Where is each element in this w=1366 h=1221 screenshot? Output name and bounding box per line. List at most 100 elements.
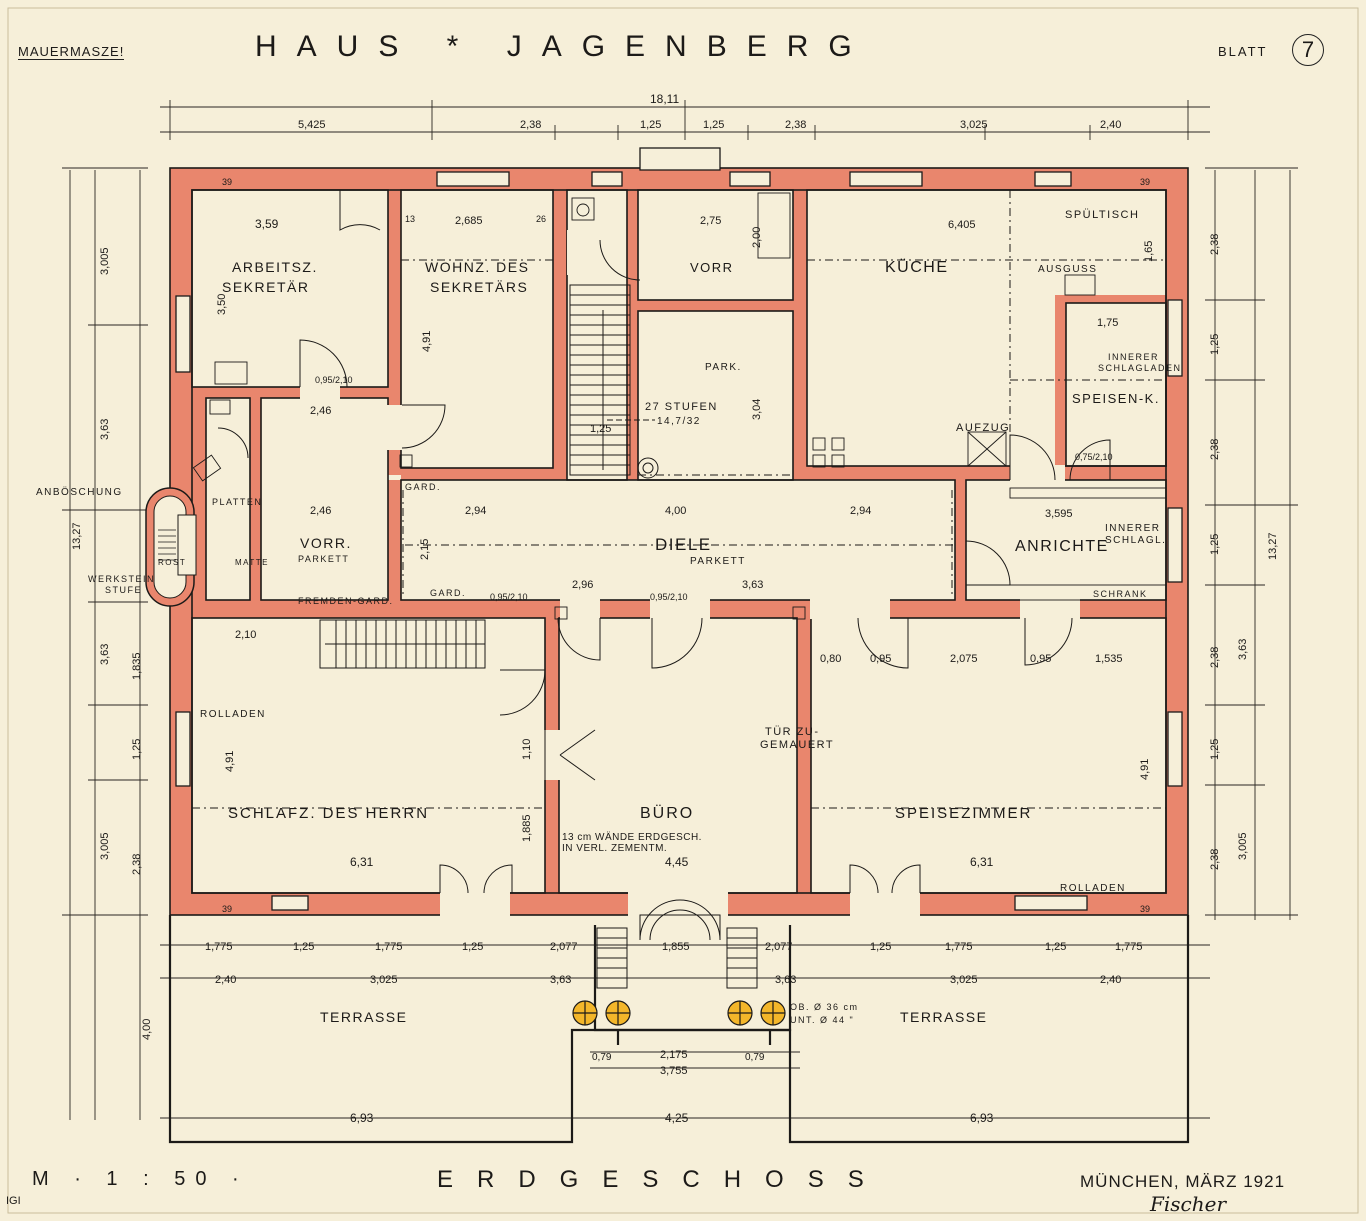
terrace-outline — [168, 915, 1190, 1144]
dim-left-col-2: 3,63 — [99, 644, 111, 665]
dim-left-col-1: 3,63 — [99, 419, 111, 440]
dim-vorr-w: 2,75 — [700, 215, 721, 227]
dim-diele-d: 2,96 — [572, 579, 593, 591]
label-gard-1: GARD. — [405, 482, 441, 492]
floor-label: ERDGESCHOSS — [437, 1166, 888, 1193]
dim-speisez-row-1: 0,95 — [870, 653, 891, 665]
label-terrasse-r: TERRASSE — [900, 1009, 987, 1025]
entrance-bay — [145, 487, 197, 607]
label-vorr-left: VORR. — [300, 535, 352, 551]
dim-terr1-7: 1,25 — [870, 941, 891, 953]
dim-buero-h2: 1,885 — [521, 814, 533, 842]
label-innerer-1: INNERER — [1108, 352, 1159, 362]
dim-wall-39-d: 39 — [1140, 904, 1150, 914]
dim-spuel-h: 1,65 — [1143, 241, 1155, 262]
fixtures — [192, 192, 1167, 620]
dim-left-col-0: 3,005 — [99, 247, 111, 275]
dim-left-col-4: 1,25 — [131, 739, 143, 760]
dim-terr1-3: 1,25 — [462, 941, 483, 953]
dim-row2-4: 2,38 — [785, 119, 806, 131]
label-werkstein-1: WERKSTEIN — [88, 574, 155, 584]
label-stufen: 27 STUFEN — [645, 401, 718, 413]
label-wohnz-1: WOHNZ. DES — [425, 259, 529, 275]
dim-right-col-4: 2,38 — [1209, 647, 1221, 668]
door-openings — [300, 230, 1080, 916]
label-innerer-schlagl-2: SCHLAGL. — [1105, 535, 1166, 546]
label-spueltisch: SPÜLTISCH — [1065, 209, 1139, 221]
dim-buero-w: 4,45 — [665, 855, 689, 869]
dim-speisez-w: 6,31 — [970, 855, 994, 869]
dim-right-outer-0: 13,27 — [1267, 532, 1279, 560]
dim-vorr-left-w2: 2,46 — [310, 505, 331, 517]
label-vorr-left-floor: PARKETT — [298, 554, 349, 564]
label-platten: PLATTEN — [212, 497, 262, 507]
label-aufzug: AUFZUG — [956, 422, 1010, 434]
scale-label: M · 1 : 50 · — [32, 1168, 249, 1190]
dim-right-col-0: 2,38 — [1209, 234, 1221, 255]
label-ausguss: AUSGUSS — [1038, 264, 1097, 275]
dim-wall-39-b: 39 — [1140, 177, 1150, 187]
masonry-note: MAUERMASZE! — [18, 44, 125, 60]
label-diele-floor: PARKETT — [690, 556, 746, 567]
dim-door-1: 0,95/2,10 — [490, 592, 528, 602]
label-innerer-2: SCHLAGLADEN — [1098, 363, 1182, 373]
dim-terr1-10: 1,775 — [1115, 941, 1143, 953]
label-gard-2: GARD. — [430, 588, 466, 598]
dim-terr1-2: 1,775 — [375, 941, 403, 953]
dim-right-col-2: 2,38 — [1209, 439, 1221, 460]
dimension-labels: 18,11 5,425 2,38 1,25 1,25 2,38 3,025 2,… — [71, 92, 1279, 1125]
dim-row2-3: 1,25 — [703, 119, 724, 131]
label-tuer-2: GEMAUERT — [760, 739, 834, 751]
dim-terr1-6: 2,077 — [765, 941, 793, 953]
dim-diele-c: 2,94 — [850, 505, 871, 517]
dim-wohnz-h: 4,91 — [421, 331, 433, 352]
label-buero-note-2: IN VERL. ZEMENTM. — [562, 843, 667, 854]
dim-right-outer-2: 3,005 — [1237, 832, 1249, 860]
dim-speisez-row-3: 0,95 — [1030, 653, 1051, 665]
dim-park-h: 3,04 — [751, 399, 763, 420]
dim-total-width: 18,11 — [650, 92, 679, 106]
dim-schlafz-w2: 6,31 — [350, 855, 374, 869]
label-tuer-1: TÜR ZU- — [765, 726, 820, 738]
label-vorr-top: VORR — [690, 260, 734, 275]
dim-schlafz-h: 4,91 — [224, 751, 236, 772]
dim-row2-0: 5,425 — [298, 119, 326, 131]
dim-vorr-h: 2,00 — [751, 227, 763, 248]
dim-stair-w: 1,25 — [590, 423, 611, 435]
dim-terr1-5: 1,855 — [662, 941, 690, 953]
label-arbeitsz-1: ARBEITSZ. — [232, 259, 318, 275]
dim-wohnz-w: 2,685 — [455, 215, 483, 227]
label-column-2: UNT. Ø 44 " — [790, 1015, 854, 1025]
label-anrichte: ANRICHTE — [1015, 538, 1109, 555]
dim-steps-w2: 3,755 — [660, 1065, 688, 1077]
dim-right-col-5: 1,25 — [1209, 739, 1221, 760]
cellar-stair — [319, 619, 486, 669]
label-kueche: KÜCHE — [885, 258, 949, 276]
dim-terr2-4: 3,025 — [950, 974, 978, 986]
room-labels: ARBEITSZ. SEKRETÄR WOHNZ. DES SEKRETÄRS … — [36, 209, 1182, 1025]
dim-steps-side-r: 0,79 — [745, 1052, 765, 1063]
place-date: MÜNCHEN, MÄRZ 1921 — [1080, 1172, 1286, 1191]
dim-right-col-1: 1,25 — [1209, 334, 1221, 355]
dim-schlafz-w1: 2,10 — [235, 629, 256, 641]
dim-right-col-3: 1,25 — [1209, 534, 1221, 555]
label-rolladen-1: ROLLADEN — [200, 709, 266, 720]
label-stufen-dim: 14,7/32 — [657, 416, 701, 427]
dim-speisen-w: 1,75 — [1097, 317, 1118, 329]
label-speisen: SPEISEN-K. — [1072, 391, 1160, 406]
label-terrasse-l: TERRASSE — [320, 1009, 407, 1025]
dim-speisez-row-0: 0,80 — [820, 653, 841, 665]
dim-terr2-1: 3,025 — [370, 974, 398, 986]
dim-terr1-8: 1,775 — [945, 941, 973, 953]
label-rost: ROST — [158, 558, 186, 567]
dim-terr1-9: 1,25 — [1045, 941, 1066, 953]
dim-terr1-1: 1,25 — [293, 941, 314, 953]
label-fremden-gard: FREMDEN-GARD. — [298, 596, 394, 606]
dim-left-outer: 13,27 — [71, 522, 83, 550]
columns — [572, 1000, 786, 1026]
label-innerer-schlagl-1: INNERER — [1105, 523, 1161, 534]
dim-speisez-row-4: 1,535 — [1095, 653, 1123, 665]
dimension-lines — [62, 100, 1298, 1120]
dim-buero-h1: 1,10 — [521, 739, 533, 760]
